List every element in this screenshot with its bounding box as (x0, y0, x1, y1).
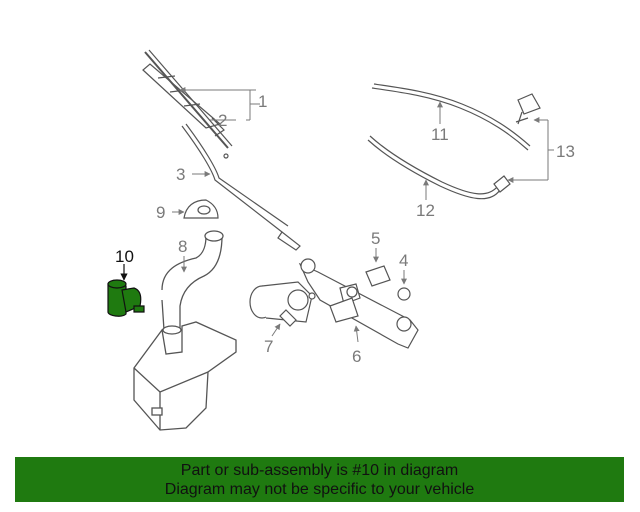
pivot-cap (365, 265, 391, 287)
callout-9: 9 (156, 203, 165, 222)
callout-6: 6 (352, 347, 361, 366)
wiper-blade (142, 49, 233, 159)
info-banner: Part or sub-assembly is #10 in diagram D… (15, 457, 624, 502)
nut (397, 287, 411, 301)
callout-5: 5 (371, 229, 380, 248)
callout-3: 3 (176, 165, 185, 184)
callout-13: 13 (556, 142, 575, 161)
washer-pump (107, 279, 145, 317)
washer-reservoir (133, 230, 237, 431)
callout-7: 7 (264, 337, 273, 356)
callout-2: 2 (218, 111, 227, 130)
wiper-linkage (298, 258, 419, 349)
banner-line-1: Part or sub-assembly is #10 in diagram (180, 461, 459, 479)
leader-lines (172, 87, 554, 343)
washer-nozzle-upper (515, 93, 541, 125)
callout-12: 12 (416, 201, 435, 220)
wiper-motor (249, 281, 313, 327)
callout-4: 4 (399, 251, 408, 270)
washer-hose-11 (371, 83, 531, 151)
washer-hose-12 (367, 135, 501, 200)
wiper-arm (181, 123, 301, 251)
nozzle-cover (183, 199, 219, 219)
callout-11: 11 (431, 125, 449, 144)
banner-line-2: Diagram may not be specific to your vehi… (164, 480, 475, 498)
callout-10: 10 (115, 247, 134, 266)
callout-1: 1 (258, 92, 267, 111)
parts-diagram: 1 2 3 4 5 6 7 8 9 10 11 12 13 (107, 49, 575, 431)
washer-nozzle-lower (493, 175, 511, 193)
callout-8: 8 (178, 237, 187, 256)
